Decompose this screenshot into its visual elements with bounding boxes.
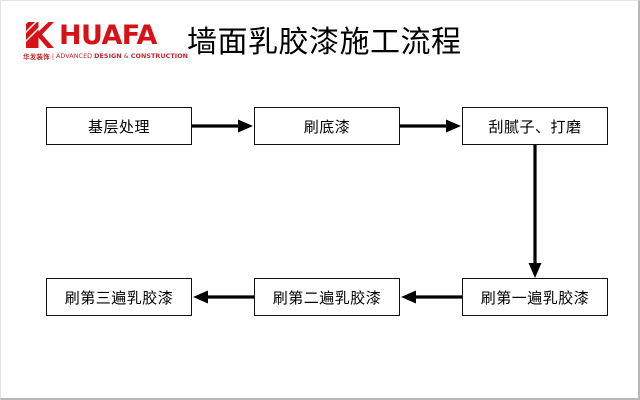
brand-tagline-separator: | xyxy=(51,52,55,60)
brand-tagline-construction: CONSTRUCTION xyxy=(130,52,189,60)
flow-arrow-primer-to-putty xyxy=(400,117,462,135)
flow-node-second-coat[interactable]: 刷第二遍乳胶漆 xyxy=(254,278,400,316)
brand-wordmark: HUAFA xyxy=(59,20,157,51)
page-title: 墙面乳胶漆施工流程 xyxy=(187,25,462,60)
brand-tagline-advanced: ADVANCED xyxy=(56,52,93,60)
flow-arrow-second-to-third-coat xyxy=(192,288,254,306)
brand-tagline: 华发装饰 | ADVANCED DESIGN & CONSTRUCTION xyxy=(23,51,188,61)
brand-tagline-cn: 华发装饰 xyxy=(23,53,50,61)
flow-node-putty-sanding[interactable]: 刮腻子、打磨 xyxy=(462,107,608,145)
flow-node-primer[interactable]: 刷底漆 xyxy=(254,107,400,145)
flow-node-base-treatment[interactable]: 基层处理 xyxy=(46,107,192,145)
flow-node-third-coat[interactable]: 刷第三遍乳胶漆 xyxy=(46,278,192,316)
brand-tagline-design: DESIGN xyxy=(94,52,122,60)
flow-arrow-base-to-primer xyxy=(192,117,254,135)
flow-arrow-first-to-second-coat xyxy=(400,288,462,306)
flow-node-first-coat[interactable]: 刷第一遍乳胶漆 xyxy=(462,278,608,316)
flow-arrow-putty-to-first-coat xyxy=(526,145,544,279)
brand-logo: HUAFA 华发装饰 | ADVANCED DESIGN & CONSTRUCT… xyxy=(23,17,188,65)
brand-logo-row: HUAFA xyxy=(23,17,183,50)
brand-tagline-amp: & xyxy=(123,52,129,60)
huafa-k-logo-icon xyxy=(23,19,54,50)
